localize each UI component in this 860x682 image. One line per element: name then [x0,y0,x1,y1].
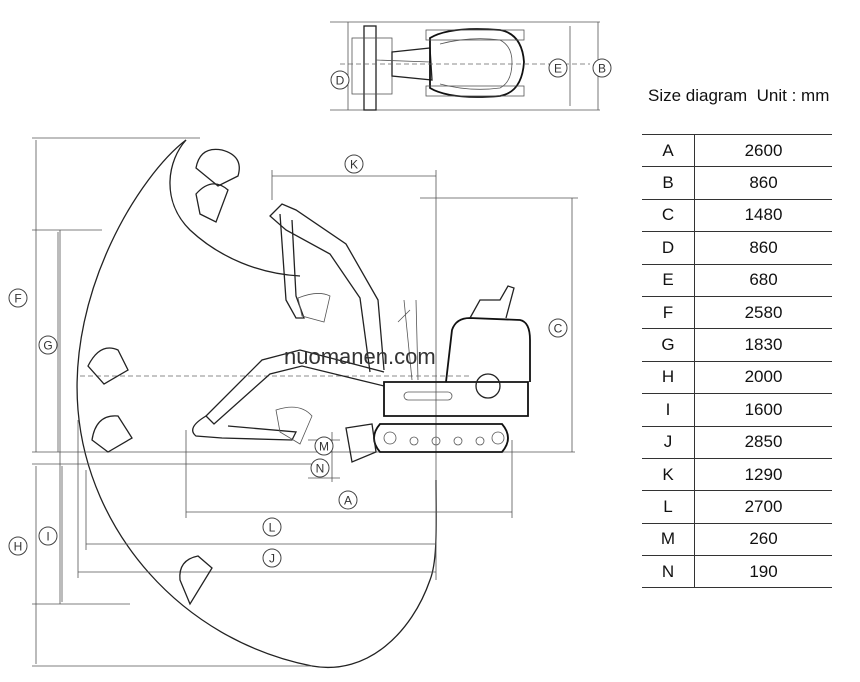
dimension-value: 260 [694,523,832,557]
dimension-marker-h: H [8,536,28,556]
dimension-key: J [642,426,695,459]
dimension-marker-label: C [554,322,563,336]
dimension-value: 1830 [694,328,832,362]
dimension-marker-label: G [43,339,52,353]
dimension-marker-m: M [314,436,334,456]
dimension-marker-a: A [338,490,358,510]
dimension-key: D [642,231,695,265]
dimension-key: M [642,523,695,557]
dimension-marker-k: K [344,154,364,174]
dimension-marker-b: B [592,58,612,78]
dimension-value: 2850 [694,426,832,459]
dimension-key: K [642,458,695,492]
dimension-value: 2600 [694,133,832,168]
dimension-markers: A B C D E F G H I J K L MN [8,58,612,568]
dimension-key: N [642,555,695,589]
dimension-value: 860 [694,231,832,265]
dimension-marker-label: D [336,74,345,88]
dimension-marker-n: N [310,458,330,478]
dimension-key: E [642,264,695,297]
horizontal-dimensions [77,170,513,580]
dimension-marker-c: C [548,318,568,338]
dimension-marker-label: I [46,530,49,544]
dimension-value: 2700 [694,490,832,524]
dimension-key: C [642,199,695,233]
dimension-marker-label: F [14,292,21,306]
dimension-key: L [642,490,695,524]
watermark: nuomanen.com [284,344,436,369]
dimension-marker-label: M [319,440,329,454]
dimension-value: 1480 [694,199,832,233]
dimension-marker-d: D [330,70,350,90]
dimension-marker-label: B [598,62,606,76]
dimension-marker-i: I [38,526,58,546]
dimension-marker-label: N [316,462,325,476]
dimension-marker-label: E [554,62,562,76]
vertical-dimensions [35,140,578,664]
dimension-value: 2580 [694,296,832,330]
dimension-marker-e: E [548,58,568,78]
dimension-value: 1290 [694,458,832,492]
dimension-value: 680 [694,264,832,297]
dimension-value: 2000 [694,361,832,395]
bucket-positions [87,148,240,606]
dimension-marker-label: H [14,540,23,554]
dimension-key: A [642,133,695,168]
dimension-marker-j: J [262,548,282,568]
dimension-value: 190 [694,555,832,589]
dimension-marker-l: L [262,517,282,537]
dimension-marker-label: A [344,494,352,508]
dimension-value: 860 [694,166,832,200]
dimension-marker-label: K [350,158,358,172]
dimension-key: G [642,328,695,362]
dimension-marker-f: F [8,288,28,308]
dimension-value: 1600 [694,393,832,427]
dimension-marker-g: G [38,335,58,355]
dimension-marker-label: J [269,552,275,566]
dimension-key: F [642,296,695,330]
excavator-side-view [192,203,531,463]
top-view [330,21,600,111]
dimension-key: I [642,393,695,427]
working-range [32,137,575,668]
excavator-dimension-drawing: nuomanen.com A B C D E F G H I J K L MN [8,21,612,668]
diagram-caption: Size diagram Unit : mm [648,86,830,105]
dimension-marker-label: L [269,521,276,535]
dimension-key: H [642,361,695,395]
dimension-key: B [642,166,695,200]
